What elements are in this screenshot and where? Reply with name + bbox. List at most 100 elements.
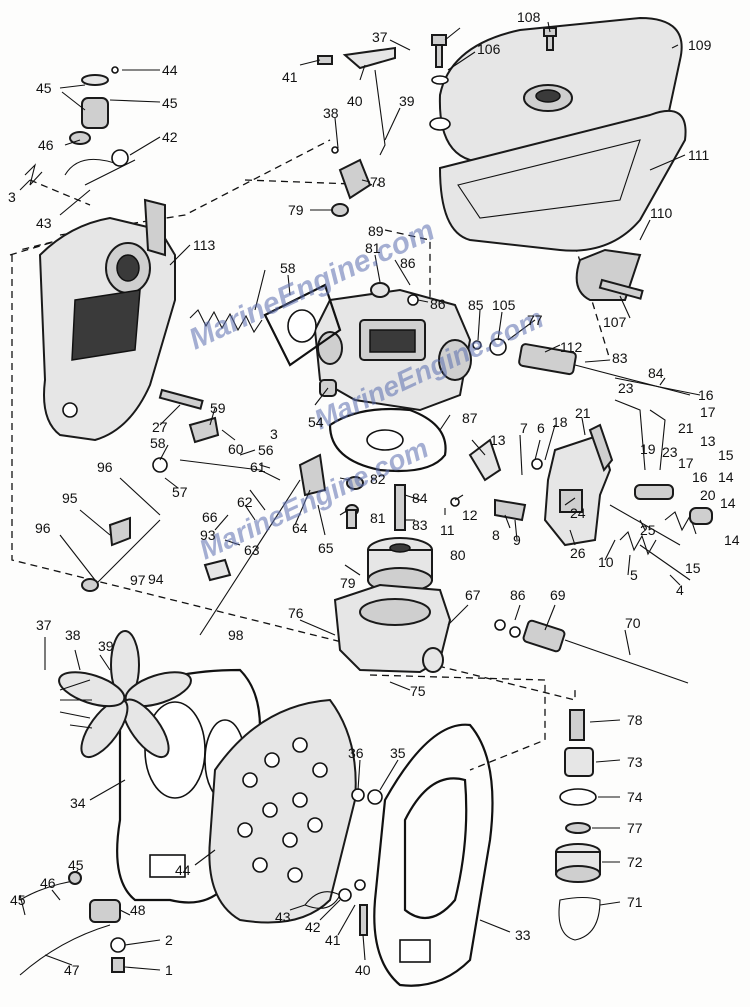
callout-label: 8 (492, 527, 500, 543)
callout-label: 65 (318, 540, 334, 556)
callout-label: 16 (698, 387, 714, 403)
callout-label: 73 (627, 754, 643, 770)
part-109-base (438, 110, 687, 301)
callout-label: 84 (648, 365, 664, 381)
callout-label: 15 (718, 447, 734, 463)
callout-label: 39 (98, 638, 114, 654)
callout-label: 40 (355, 962, 371, 978)
callout-label: 108 (517, 9, 541, 25)
callout-label: 13 (490, 432, 506, 448)
spring-parts (609, 484, 713, 581)
callout-label: 112 (560, 339, 583, 355)
callout-label: 74 (627, 789, 643, 805)
callout-label: 84 (412, 490, 428, 506)
callout-label: 87 (462, 410, 478, 426)
callout-label: 21 (678, 420, 694, 436)
callout-label: 9 (513, 532, 521, 548)
callout-label: 37 (372, 29, 388, 45)
callout-label: 39 (399, 93, 415, 109)
callout-label: 46 (38, 137, 54, 153)
callout-label: 111 (688, 147, 709, 163)
callout-label: 54 (308, 414, 324, 430)
callout-label: 6 (537, 420, 545, 436)
callout-label: 60 (228, 441, 244, 457)
callout-label: 15 (685, 560, 701, 576)
callout-label: 23 (618, 380, 634, 396)
callout-label: 110 (650, 205, 673, 221)
callout-label: 14 (724, 532, 740, 548)
callout-label: 13 (700, 433, 716, 449)
callout-label: 97 (130, 572, 146, 588)
callout-label: 45 (68, 857, 84, 873)
part-112-spring (189, 309, 263, 334)
callout-label: 57 (172, 484, 188, 500)
callout-label: 95 (62, 490, 78, 506)
callout-label: 81 (365, 240, 381, 256)
callout-label: 86 (510, 587, 526, 603)
fuel-line-parts (19, 871, 126, 976)
callout-label: 67 (465, 587, 481, 603)
callout-label: 71 (627, 894, 643, 910)
callout-label: 21 (575, 405, 591, 421)
callout-label: 82 (370, 471, 386, 487)
upper-left-parts (24, 66, 136, 186)
callout-label: 34 (70, 795, 86, 811)
callout-label: 25 (640, 522, 656, 538)
callout-label: 41 (325, 932, 341, 948)
callout-label: 94 (148, 571, 164, 587)
callout-label: 75 (410, 683, 426, 699)
right-stack-parts (555, 709, 601, 941)
callout-label: 11 (440, 522, 455, 538)
callout-label: 36 (348, 745, 364, 761)
callout-label: 12 (462, 507, 478, 523)
callout-label: 66 (202, 509, 218, 525)
callout-label: 10 (598, 554, 614, 570)
callout-label: 106 (477, 41, 501, 57)
callout-leaders (19, 21, 686, 971)
callout-label: 96 (97, 459, 113, 475)
callout-label: 26 (570, 545, 586, 561)
part-34-reed-petals (58, 630, 192, 759)
callout-label: 59 (210, 400, 226, 416)
part-111-reed-housing (38, 198, 176, 442)
part-69-gasket (328, 407, 447, 473)
callout-labels: 44 45 45 42 46 3 43 41 40 37 38 39 106 1… (8, 9, 740, 978)
callout-label: 35 (390, 745, 406, 761)
callout-label: 45 (36, 80, 52, 96)
callout-label: 105 (492, 297, 516, 313)
callout-label: 33 (515, 927, 531, 943)
callout-label: 45 (162, 95, 178, 111)
callout-label: 46 (40, 875, 56, 891)
callout-label: 23 (662, 444, 678, 460)
callout-label: 3 (270, 426, 278, 442)
part-90-carburetor (313, 282, 472, 412)
callout-label: 61 (250, 459, 266, 475)
callout-label: 2 (165, 932, 173, 948)
jet-parts (345, 476, 406, 531)
callout-label: 43 (275, 909, 291, 925)
callout-label: 81 (370, 510, 386, 526)
part-91-rod (518, 343, 701, 396)
callout-label: 45 (10, 892, 26, 908)
callout-label: 18 (552, 414, 568, 430)
callout-label: 85 (468, 297, 484, 313)
callout-label: 64 (292, 520, 308, 536)
part-81-float (367, 537, 433, 593)
callout-label: 58 (280, 260, 296, 276)
callout-label: 78 (370, 174, 386, 190)
callout-label: 77 (627, 820, 643, 836)
callout-label: 62 (237, 494, 253, 510)
callout-label: 40 (347, 93, 363, 109)
callout-label: 76 (288, 605, 304, 621)
callout-label: 4 (676, 582, 684, 598)
top-middle-parts (317, 46, 396, 217)
callout-label: 58 (150, 435, 166, 451)
callout-label: 24 (570, 505, 586, 521)
callout-label: 3 (8, 189, 16, 205)
callout-label: 19 (640, 441, 656, 457)
watermark-group: MarineEngine.com MarineEngine.com Marine… (184, 214, 548, 566)
callout-label: 79 (340, 575, 356, 591)
callout-label: 70 (625, 615, 641, 631)
